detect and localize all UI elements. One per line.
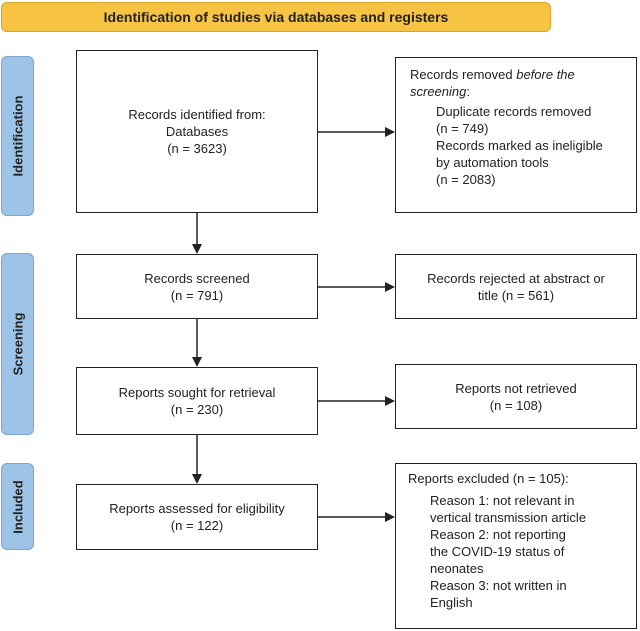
reason1-line1: Reason 1: not relevant in — [430, 493, 575, 508]
reports-sought-label: Reports sought for retrieval — [118, 385, 276, 400]
phase-label-included: Included — [1, 463, 34, 550]
reports-not-retrieved-label: Reports not retrieved — [455, 380, 577, 396]
diagram-title: Identification of studies via databases … — [103, 9, 449, 25]
diagram-title-banner: Identification of studies via databases … — [1, 2, 551, 32]
records-screened-count: (n = 791) — [170, 287, 224, 303]
reports-assessed-count: (n = 122) — [170, 518, 224, 533]
records-screened-box: Records screened (n = 791) — [76, 254, 318, 319]
records-removed-title: Records removed before the screening: — [410, 67, 575, 99]
duplicates-removed-count: (n = 749) — [436, 121, 489, 136]
reason3-line2: English — [430, 595, 473, 610]
ineligible-count: (n = 2083) — [436, 172, 496, 187]
reason3-line1: Reason 3: not written in — [430, 578, 567, 593]
reports-assessed-label: Reports assessed for eligibility — [109, 501, 285, 516]
ineligible-label-line1: Records marked as ineligible — [436, 138, 603, 153]
reports-not-retrieved-count: (n = 108) — [489, 397, 543, 413]
duplicates-removed-label: Duplicate records removed — [436, 104, 592, 119]
phase-label-screening: Screening — [1, 253, 34, 435]
records-identified-box: Records identified from: Databases (n = … — [76, 50, 318, 213]
phase-label-identification: Identification — [1, 56, 34, 216]
records-rejected-line2: title (n = 561) — [477, 287, 555, 303]
reports-excluded-box: Reports excluded (n = 105): Reason 1: no… — [395, 463, 637, 629]
reason1-line2: vertical transmission article — [430, 510, 587, 525]
ineligible-label-line2: by automation tools — [436, 155, 549, 170]
reason2-line2: the COVID-19 status of — [430, 544, 565, 559]
reports-assessed-box: Reports assessed for eligibility (n = 12… — [76, 484, 318, 550]
reports-sought-box: Reports sought for retrieval (n = 230) — [76, 367, 318, 435]
records-identified-label: Records identified from: — [128, 107, 266, 122]
reports-not-retrieved-box: Reports not retrieved (n = 108) — [395, 364, 637, 429]
records-screened-label: Records screened — [144, 270, 250, 286]
records-identified-source: Databases — [165, 124, 229, 139]
reason2-line3: neonates — [430, 561, 484, 576]
reports-sought-count: (n = 230) — [170, 402, 224, 417]
records-rejected-line1: Records rejected at abstract or — [427, 270, 605, 286]
records-rejected-box: Records rejected at abstract or title (n… — [395, 254, 637, 319]
records-removed-box: Records removed before the screening: Du… — [395, 57, 637, 213]
reason2-line1: Reason 2: not reporting — [430, 527, 566, 542]
reports-excluded-title: Reports excluded (n = 105): — [408, 471, 569, 486]
records-identified-count: (n = 3623) — [167, 141, 227, 156]
